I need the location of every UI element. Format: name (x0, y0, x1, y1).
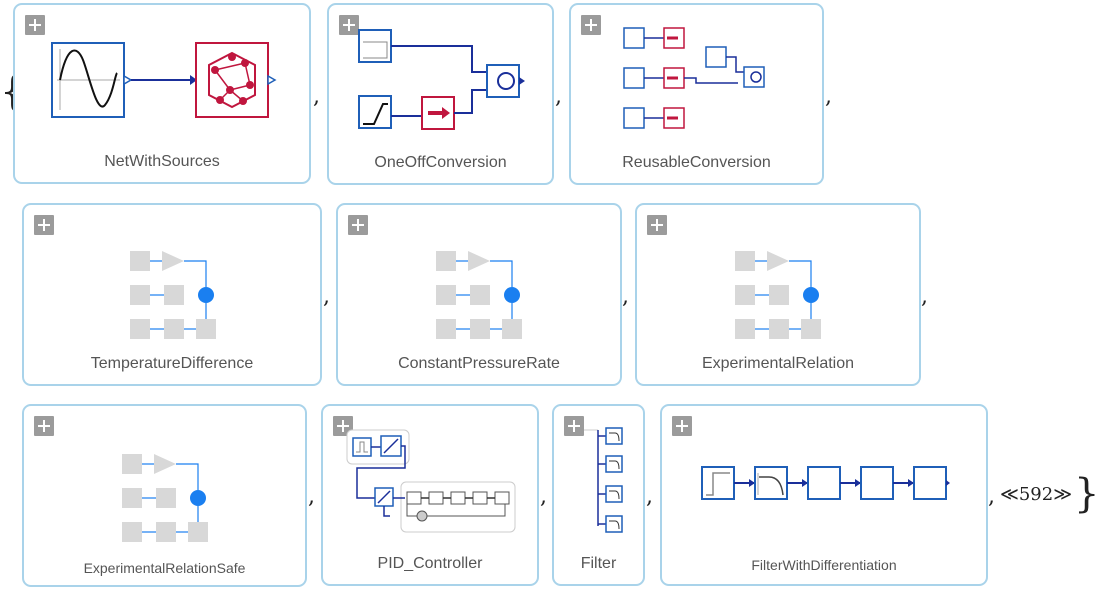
model-card-reusableconversion[interactable]: ReusableConversion (569, 3, 824, 185)
list-separator: , (622, 284, 629, 309)
model-card-oneoffconversion[interactable]: OneOffConversion (327, 3, 554, 185)
model-name: FilterWithDifferentiation (751, 557, 897, 573)
reusable-conversion-diagram-icon (623, 27, 765, 129)
list-separator: , (308, 484, 315, 509)
list-close-brace: } (1074, 474, 1095, 514)
pid-controller-diagram-icon (346, 429, 516, 533)
list-separator: , (313, 84, 320, 109)
list-separator: , (323, 284, 330, 309)
filter-bank-diagram-icon (584, 427, 623, 533)
model-card-temperaturedifference[interactable]: TemperatureDifference (22, 203, 322, 386)
list-separator: , (988, 484, 995, 509)
model-card-netwithsources[interactable]: NetWithSources (13, 3, 311, 184)
expand-plus-icon[interactable] (25, 15, 45, 35)
sine-source-to-network-diagram-icon (51, 42, 277, 118)
model-card-experimentalrelationsafe[interactable]: ExperimentalRelationSafe (22, 404, 307, 587)
list-separator: , (646, 484, 653, 509)
placeholder-block-diagram-icon (122, 454, 208, 542)
list-separator: , (540, 484, 547, 509)
model-name: PID_Controller (377, 555, 483, 572)
conversion-diagram-icon (358, 29, 525, 130)
expand-plus-icon[interactable] (339, 15, 359, 35)
expand-plus-icon[interactable] (647, 215, 667, 235)
model-name: ConstantPressureRate (398, 355, 560, 372)
model-card-experimentalrelation[interactable]: ExperimentalRelation (635, 203, 921, 386)
model-name: TemperatureDifference (90, 355, 254, 372)
more-items-count[interactable]: ≪592≫ (1000, 484, 1073, 505)
placeholder-block-diagram-icon (735, 251, 821, 339)
model-card-filterwithdifferentiation[interactable]: FilterWithDifferentiation (660, 404, 988, 586)
model-card-constantpressurerate[interactable]: ConstantPressureRate (336, 203, 622, 386)
model-name: Filter (580, 555, 617, 572)
model-card-pid-controller[interactable]: PID_Controller (321, 404, 539, 586)
expand-plus-icon[interactable] (564, 416, 584, 436)
model-name: ReusableConversion (622, 154, 771, 171)
expand-plus-icon[interactable] (672, 416, 692, 436)
expand-plus-icon[interactable] (34, 215, 54, 235)
placeholder-block-diagram-icon (130, 251, 216, 339)
list-separator: , (921, 284, 928, 309)
model-card-filter[interactable]: Filter (552, 404, 645, 586)
expand-plus-icon[interactable] (333, 416, 353, 436)
model-name: NetWithSources (104, 153, 220, 170)
placeholder-block-diagram-icon (436, 251, 522, 339)
filter-chain-diagram-icon (701, 466, 950, 500)
model-name: ExperimentalRelation (701, 355, 855, 372)
expand-plus-icon[interactable] (34, 416, 54, 436)
model-name: ExperimentalRelationSafe (83, 560, 246, 576)
list-separator: , (825, 84, 832, 109)
model-name: OneOffConversion (374, 154, 507, 171)
list-separator: , (555, 84, 562, 109)
expand-plus-icon[interactable] (581, 15, 601, 35)
expand-plus-icon[interactable] (348, 215, 368, 235)
